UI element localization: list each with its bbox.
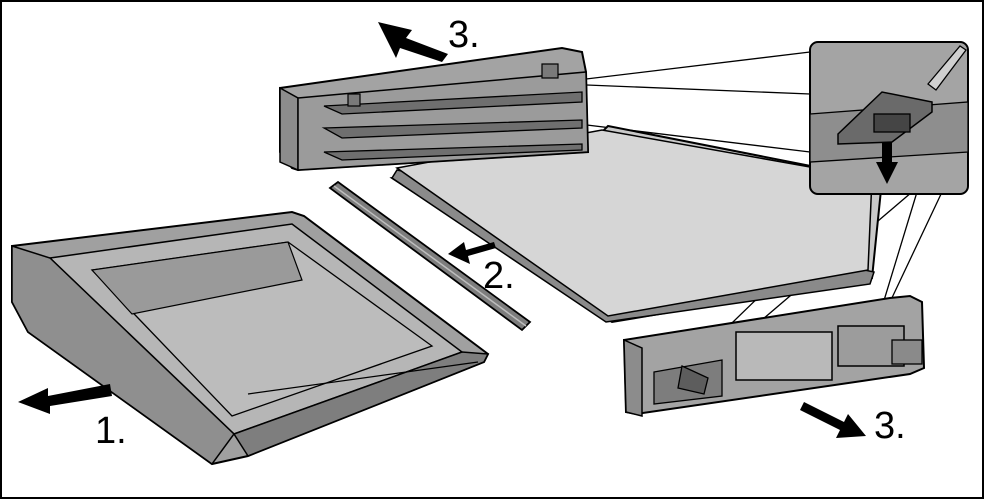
left-rail (279, 46, 590, 172)
step-2-label: 2. (483, 255, 515, 297)
glass-shelf (389, 124, 884, 324)
right-rail (622, 294, 926, 417)
drawer (11, 210, 490, 466)
step-3-label-top: 3. (448, 14, 480, 56)
step-3-label-bottom: 3. (874, 405, 906, 447)
trim-strip (328, 180, 532, 332)
arrow-icon (18, 22, 866, 438)
zoom-detail-icon (809, 41, 969, 195)
step-1-label: 1. (95, 410, 127, 452)
